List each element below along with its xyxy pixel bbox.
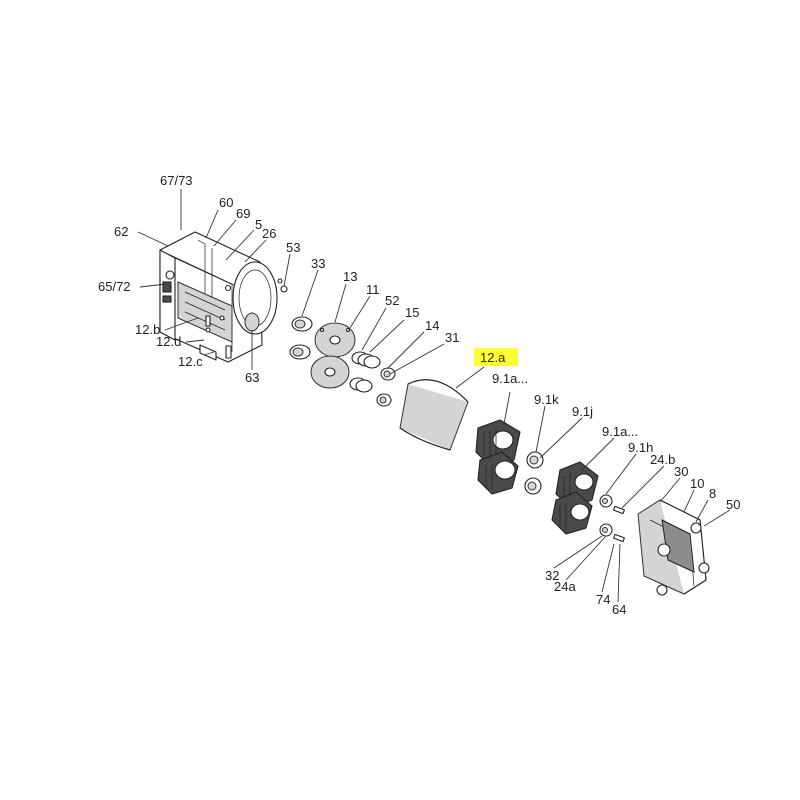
callout-32[interactable]: 32	[545, 568, 559, 583]
callout-62[interactable]: 62	[114, 224, 128, 239]
callout-67-73[interactable]: 67/73	[160, 173, 193, 188]
pump-housing[interactable]	[159, 231, 288, 363]
callout-24b[interactable]: 24.b	[650, 452, 675, 467]
callout-31[interactable]: 31	[445, 330, 459, 345]
callout-15[interactable]: 15	[405, 305, 419, 320]
callout-64[interactable]: 64	[612, 602, 626, 617]
callout-60[interactable]: 60	[219, 195, 233, 210]
bearing-9-1k-upper[interactable]	[526, 451, 544, 469]
seal-14-lower[interactable]	[376, 393, 392, 407]
screw-24a[interactable]	[613, 533, 625, 543]
seal-ring-33-upper[interactable]	[291, 316, 313, 332]
callout-33[interactable]: 33	[311, 256, 325, 271]
callout-63[interactable]: 63	[245, 370, 259, 385]
washer-9-1h[interactable]	[599, 494, 613, 508]
rotor-9-1a-upper[interactable]	[475, 419, 521, 469]
spring-set-15-upper[interactable]	[351, 351, 381, 369]
callout-11[interactable]: 11	[366, 282, 380, 297]
bearing-9-1k-lower[interactable]	[524, 477, 542, 495]
spring-set-15-lower[interactable]	[349, 377, 373, 393]
callout-69[interactable]: 69	[236, 206, 250, 221]
rotor-9-1a-lower[interactable]	[477, 451, 519, 495]
callout-12b[interactable]: 12.b	[135, 322, 160, 337]
callout-5[interactable]: 5	[255, 217, 262, 232]
callout-74[interactable]: 74	[596, 592, 610, 607]
callout-14[interactable]: 14	[425, 318, 439, 333]
washer-32[interactable]	[599, 523, 613, 537]
callout-10[interactable]: 10	[690, 476, 704, 491]
highlight-12a	[474, 348, 518, 366]
callout-26[interactable]: 26	[262, 226, 276, 241]
callout-53[interactable]: 53	[286, 240, 300, 255]
front-cover[interactable]	[637, 499, 710, 596]
rotor-9-1a-second-lower[interactable]	[551, 491, 593, 535]
callout-9-1k[interactable]: 9.1k	[534, 392, 559, 407]
screw-24b[interactable]	[613, 505, 625, 515]
callout-65-72[interactable]: 65/72	[98, 279, 131, 294]
callout-9-1h[interactable]: 9.1h	[628, 440, 653, 455]
callout-9-1a-second[interactable]: 9.1a...	[602, 424, 638, 439]
leader-lines	[137, 189, 731, 603]
liner-12a[interactable]	[399, 379, 469, 451]
callout-9-1j[interactable]: 9.1j	[572, 404, 593, 419]
callout-12c[interactable]: 12.c	[178, 354, 203, 369]
callout-50[interactable]: 50	[726, 497, 740, 512]
callout-13[interactable]: 13	[343, 269, 357, 284]
callout-8[interactable]: 8	[709, 486, 716, 501]
plate-13-upper[interactable]	[314, 322, 356, 358]
callout-labels: 67/73 60 69 5 62 26 53 33 13 11 52 15 65…	[98, 173, 740, 617]
callout-52[interactable]: 52	[385, 293, 399, 308]
callout-9-1a-first[interactable]: 9.1a...	[492, 371, 528, 386]
seal-ring-33-lower[interactable]	[289, 344, 311, 360]
callout-12d[interactable]: 12.d	[156, 334, 181, 349]
callout-24a[interactable]: 24a	[554, 579, 576, 594]
seal-14-upper[interactable]	[380, 367, 396, 381]
callout-30[interactable]: 30	[674, 464, 688, 479]
plate-13-lower[interactable]	[310, 355, 350, 389]
callout-12a[interactable]: 12.a	[480, 350, 506, 365]
